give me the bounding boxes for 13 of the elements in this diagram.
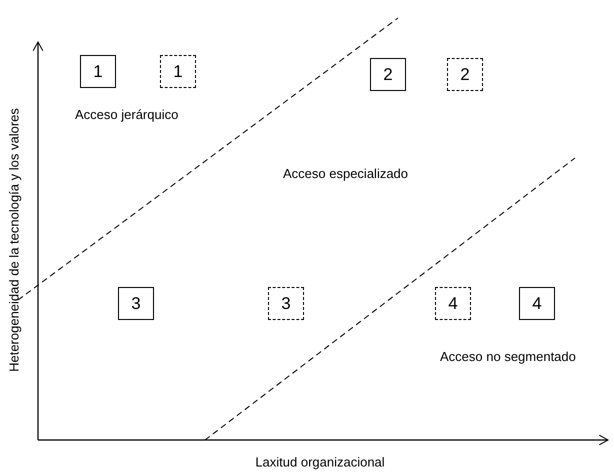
- numbered-box: 3: [118, 287, 154, 320]
- region-label: Acceso especializado: [283, 165, 408, 183]
- numbered-box: 1: [80, 55, 116, 88]
- numbered-box: 4: [435, 287, 471, 320]
- region-label: Acceso jerárquico: [75, 106, 178, 124]
- axis-label: Heterogeneidad de la tecnología y los valores: [5, 108, 22, 372]
- numbered-box: 3: [268, 287, 304, 320]
- axis-label: Laxitud organizacional: [255, 453, 385, 472]
- numbered-box: 2: [447, 58, 483, 91]
- numbered-box: 2: [370, 58, 406, 91]
- region-label: Acceso no segmentado: [440, 348, 576, 366]
- numbered-box: 4: [519, 287, 555, 320]
- numbered-box: 1: [160, 55, 196, 88]
